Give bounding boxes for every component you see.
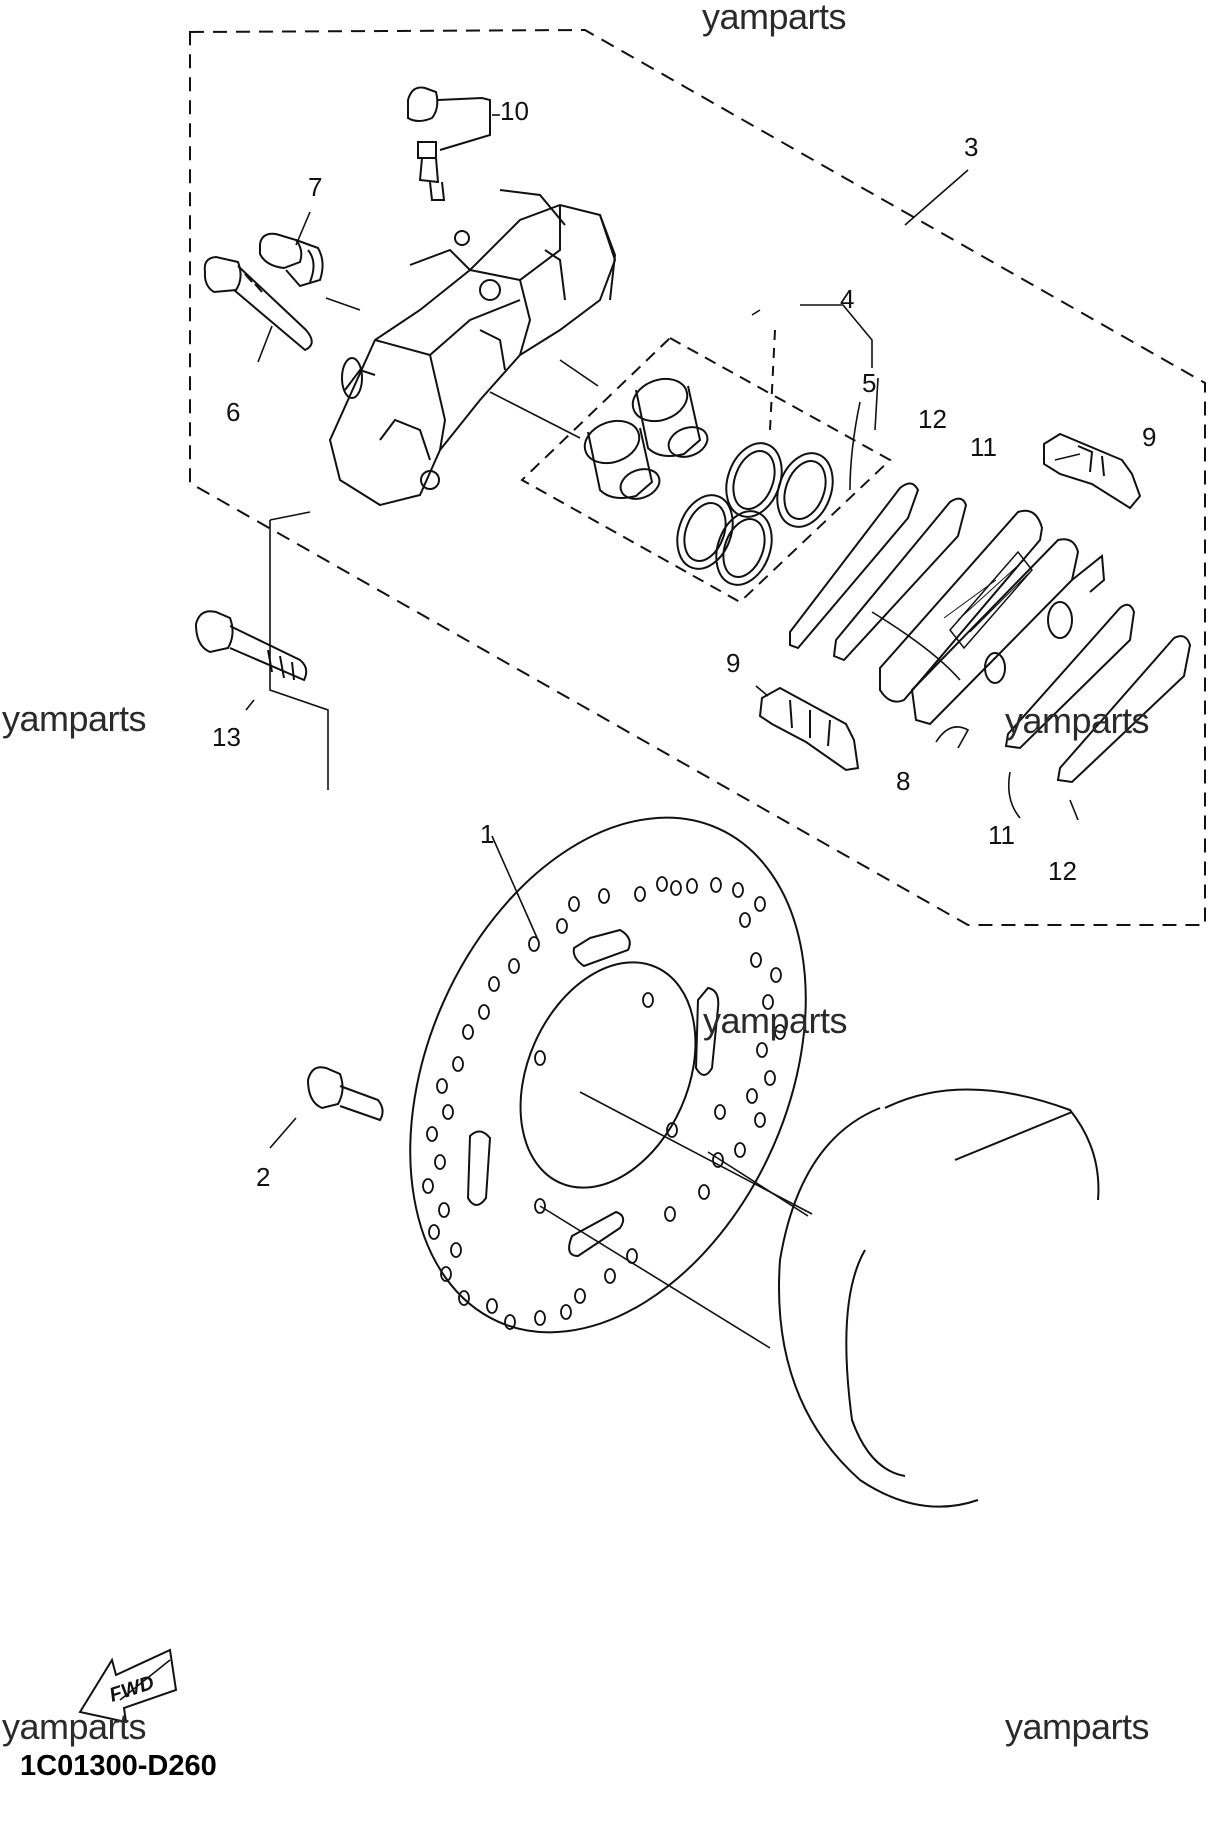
shim-inner-left (832, 497, 968, 662)
piston-upper (631, 377, 709, 458)
watermark-pads: yamparts (1005, 700, 1150, 741)
piston-seal-box (520, 336, 892, 604)
callout-2: 2 (256, 1162, 270, 1192)
watermark-left: yamparts (2, 698, 147, 739)
callout-5: 5 (862, 368, 876, 398)
pad-spring-upper (1043, 432, 1142, 510)
caliper-body (328, 189, 617, 507)
wheel-hub (778, 1088, 1100, 1508)
callout-13: 13 (212, 722, 241, 752)
disc-vent-holes (422, 876, 786, 1330)
shim-outer-left (789, 482, 920, 650)
callout-6: 6 (226, 397, 240, 427)
callout-7: 7 (308, 172, 322, 202)
watermark-top: yamparts (702, 0, 847, 37)
brake-pads (879, 509, 1106, 726)
assembly-boundary (189, 28, 1206, 926)
disc-bolt (306, 1066, 384, 1122)
bleed-screw (407, 86, 446, 201)
pin-boot (259, 232, 324, 288)
slide-pin (203, 255, 313, 352)
callout-10: 10 (500, 96, 529, 126)
caliper-bolt (194, 610, 308, 682)
part-code: 1C01300-D260 (20, 1750, 217, 1782)
callout-1: 1 (480, 819, 494, 849)
callouts: 1 2 3 4 5 6 7 8 9 9 10 11 11 12 12 13 (212, 96, 1156, 1192)
projection-lines (325, 297, 813, 1349)
piston-seals (676, 442, 834, 586)
piston-lower (583, 419, 661, 500)
watermark-bottom-left: yamparts (2, 1706, 147, 1747)
callout-9-lower: 9 (726, 648, 740, 678)
callout-9-upper: 9 (1142, 422, 1156, 452)
callout-4: 4 (840, 284, 854, 314)
callout-11-lower: 11 (988, 820, 1015, 850)
shim-outer-right (1056, 635, 1192, 784)
pad-spring-lower (758, 686, 860, 772)
callout-11-upper: 11 (970, 432, 997, 462)
leader-lines (119, 114, 1081, 1701)
callout-12-upper: 12 (918, 404, 947, 434)
callout-3: 3 (964, 132, 978, 162)
fwd-label: FWD (107, 1672, 157, 1707)
brake-disc (409, 816, 807, 1334)
callout-8: 8 (896, 766, 910, 796)
callout-12-lower: 12 (1048, 856, 1077, 886)
watermark-bottom-right: yamparts (1005, 1706, 1150, 1747)
watermark-disc: yamparts (703, 1000, 848, 1041)
shim-inner-right (1004, 603, 1136, 750)
